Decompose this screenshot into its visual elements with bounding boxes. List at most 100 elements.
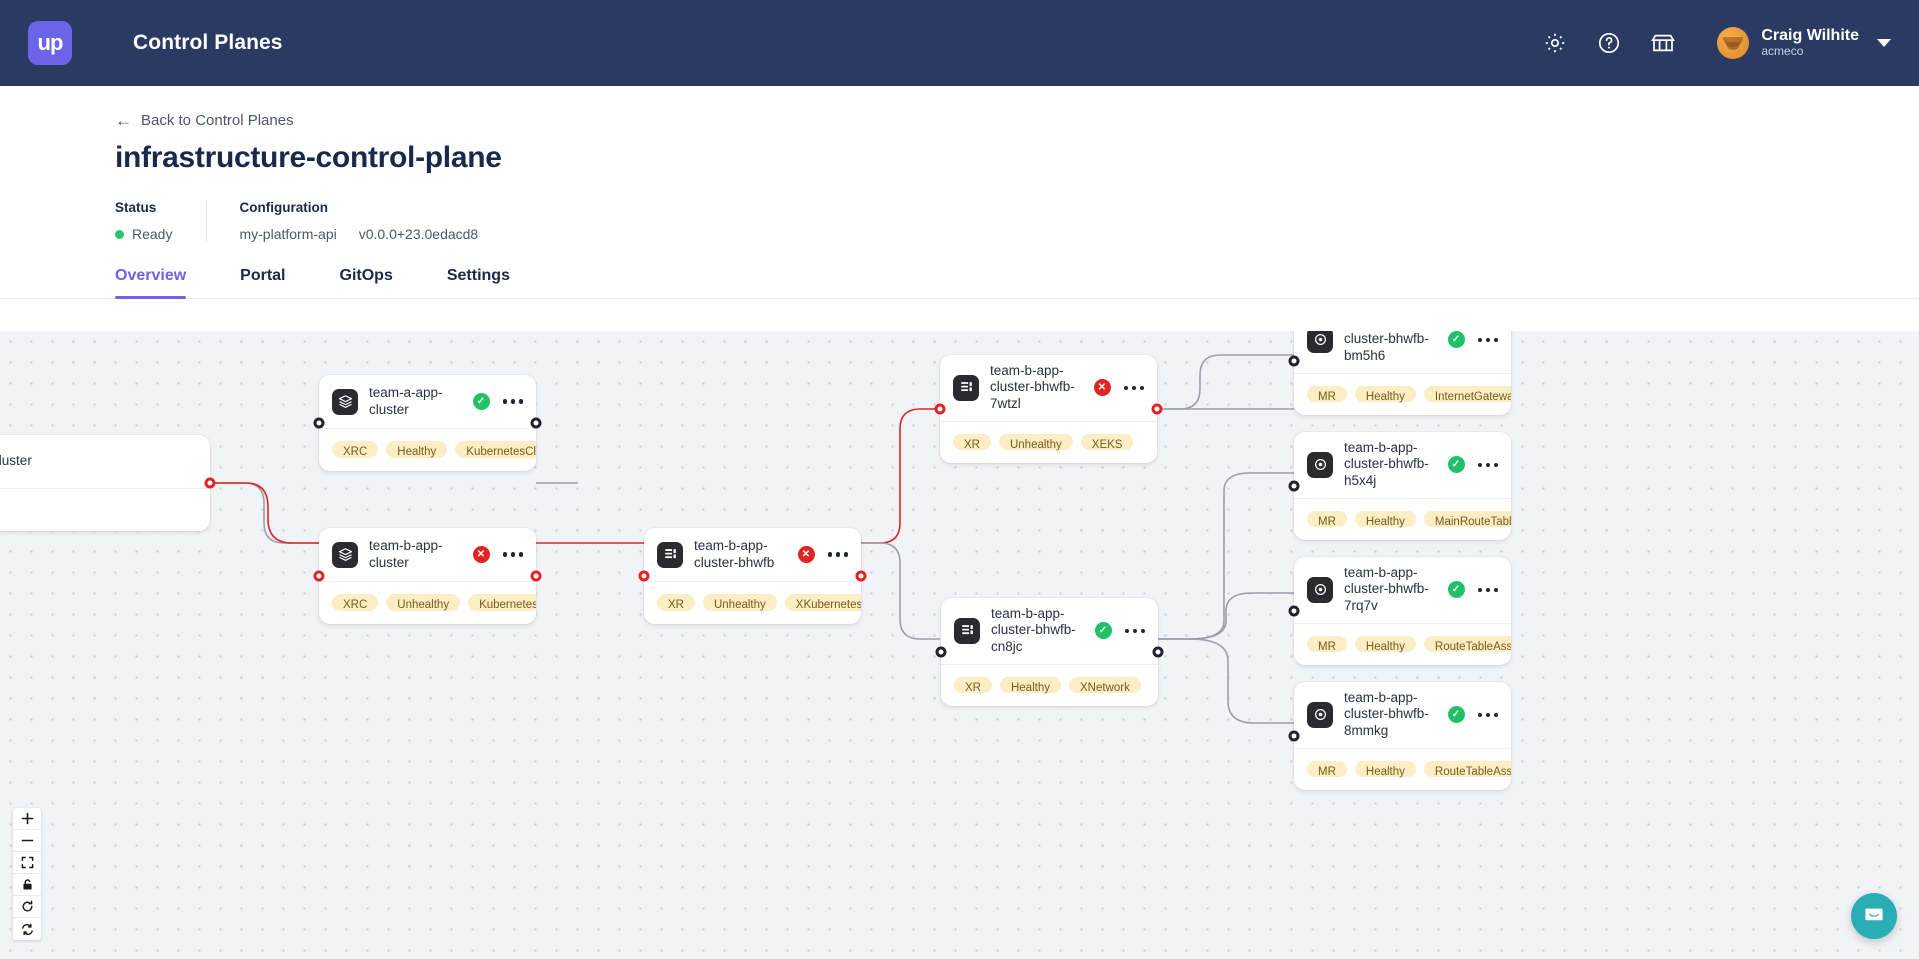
brand-logo[interactable]: up bbox=[28, 21, 72, 65]
tab-overview[interactable]: Overview bbox=[115, 267, 187, 299]
fit-view-button[interactable] bbox=[13, 852, 41, 874]
node-menu-button[interactable] bbox=[1477, 337, 1498, 343]
back-link-label: Back to Control Planes bbox=[141, 112, 294, 129]
node-menu-button[interactable] bbox=[1477, 462, 1498, 468]
node-port-right[interactable] bbox=[1152, 646, 1164, 658]
node-title: team-b-app-cluster bbox=[369, 537, 443, 570]
zoom-in-button[interactable] bbox=[13, 808, 41, 830]
node-title: team-b-app-cluster-bhwfb bbox=[694, 537, 775, 570]
sync-button[interactable] bbox=[13, 918, 41, 940]
status-label: Status bbox=[115, 200, 157, 215]
page-title: infrastructure-control-plane bbox=[115, 141, 502, 174]
graph-node[interactable]: team-b-app-cluster-bhwfb-7wtzl✕ XR Unhealt… bbox=[934, 355, 1163, 463]
lock-button[interactable] bbox=[13, 874, 41, 896]
node-chip-row: XRUnhealthyXKubernetesCluster bbox=[644, 582, 861, 624]
composite-icon bbox=[953, 374, 979, 401]
node-port-left[interactable] bbox=[1288, 605, 1300, 617]
node-chip: MainRouteTableAssociation bbox=[1423, 510, 1511, 528]
node-port-left[interactable] bbox=[313, 570, 325, 582]
node-title: team-b-app-cluster-bhwfb-7wtzl bbox=[990, 362, 1075, 412]
node-chip-row: MRHealthyRouteTableAssociation bbox=[1294, 749, 1511, 790]
node-menu-button[interactable] bbox=[502, 399, 523, 404]
tab-bar: Overview Portal GitOps Settings bbox=[0, 266, 1919, 299]
page-header: ← Back to Control Planes infrastructure-… bbox=[0, 86, 1919, 242]
node-menu-button[interactable] bbox=[1124, 628, 1145, 634]
node-header: team-b-app-cluster-bhwfb-cn8jc✓ bbox=[941, 598, 1158, 665]
node-header: team-b-app-cluster-bhwfb✕ bbox=[644, 528, 861, 583]
node-menu-button[interactable] bbox=[827, 552, 848, 557]
node-chip: KubernetesCluster bbox=[468, 594, 536, 611]
node-chip: XRC bbox=[332, 441, 379, 458]
node-port-left[interactable] bbox=[934, 403, 946, 415]
node-port-left[interactable] bbox=[1288, 480, 1300, 492]
node-port-right[interactable] bbox=[530, 570, 542, 582]
graph-canvas[interactable]: KubernetesClusterAPIteam-a-app-cluster✓X… bbox=[0, 331, 1919, 959]
node-header: team-b-app-cluster-bhwfb-7rq7v✓ bbox=[1294, 557, 1511, 624]
node-header: team-a-app-cluster✓ bbox=[319, 375, 536, 430]
gear-icon[interactable] bbox=[1541, 29, 1569, 57]
reset-button[interactable] bbox=[13, 896, 41, 918]
composite-icon bbox=[954, 617, 980, 644]
node-port-left[interactable] bbox=[935, 646, 947, 658]
node-chip: Healthy bbox=[1354, 385, 1416, 403]
back-to-control-planes-link[interactable]: ← Back to Control Planes bbox=[115, 112, 294, 129]
node-chip: XRC bbox=[332, 594, 379, 611]
node-port-right[interactable] bbox=[530, 417, 542, 429]
configuration-value: my-platform-api v0.0.0+23.0edacd8 bbox=[239, 226, 478, 242]
graph-node[interactable]: KubernetesClusterAPI bbox=[0, 435, 216, 531]
node-chip-row: XRCHealthyKubernetesCluster bbox=[319, 429, 536, 471]
node-menu-button[interactable] bbox=[1477, 587, 1498, 593]
node-chip: XR bbox=[953, 433, 991, 451]
chat-launcher[interactable] bbox=[1851, 893, 1897, 939]
status-badge-healthy-icon: ✓ bbox=[1447, 706, 1465, 724]
node-title: team-a-app-cluster bbox=[369, 384, 443, 417]
node-port-left[interactable] bbox=[313, 417, 325, 429]
node-chip: Healthy bbox=[1354, 510, 1416, 528]
node-menu-button[interactable] bbox=[1477, 712, 1498, 718]
help-circle-icon[interactable] bbox=[1595, 29, 1623, 57]
top-navbar: up Control Planes Craig Wilhite acmeco bbox=[0, 0, 1919, 86]
tab-settings[interactable]: Settings bbox=[446, 267, 510, 284]
brand-logo-text: up bbox=[37, 30, 64, 55]
node-title: team-b-app-cluster-bhwfb-bm5h6 bbox=[1344, 331, 1429, 364]
managed-resource-icon bbox=[1307, 701, 1333, 728]
node-port-right[interactable] bbox=[855, 570, 867, 582]
node-port-left[interactable] bbox=[1288, 730, 1300, 742]
node-header: team-b-app-cluster-bhwfb-7wtzl✕ bbox=[940, 355, 1157, 422]
node-menu-button[interactable] bbox=[502, 552, 523, 557]
chevron-down-icon[interactable] bbox=[1877, 39, 1891, 47]
marketplace-icon[interactable] bbox=[1649, 29, 1677, 57]
user-menu[interactable]: Craig Wilhite acmeco bbox=[1717, 27, 1891, 59]
node-header: team-b-app-cluster-bhwfb-8mmkg✓ bbox=[1294, 682, 1511, 749]
status-value: Ready bbox=[115, 226, 172, 242]
node-chip: RouteTableAssociation bbox=[1423, 760, 1511, 778]
node-chip-row: MR Healthy MainRouteTableAssociation bbox=[1294, 499, 1511, 540]
node-port-right[interactable] bbox=[204, 477, 216, 489]
node-chip: Unhealthy bbox=[998, 433, 1073, 451]
node-chip: MR bbox=[1307, 510, 1347, 528]
status-badge-healthy-icon: ✓ bbox=[1447, 581, 1465, 599]
node-port-left[interactable] bbox=[1288, 355, 1300, 367]
node-menu-button[interactable] bbox=[1123, 385, 1144, 391]
app-title: Control Planes bbox=[133, 31, 283, 54]
status-badge-healthy-icon: ✓ bbox=[1094, 622, 1112, 640]
graph-node[interactable]: team-b-app-cluster-bhwfb-bm5h6✓MRHealthy… bbox=[1288, 331, 1511, 415]
managed-resource-icon bbox=[1307, 451, 1333, 478]
tab-portal[interactable]: Portal bbox=[240, 267, 286, 284]
node-chip: XR bbox=[657, 594, 695, 611]
status-dot-icon bbox=[115, 229, 124, 239]
zoom-out-button[interactable] bbox=[13, 830, 41, 852]
tab-gitops[interactable]: GitOps bbox=[339, 267, 393, 284]
canvas-controls bbox=[13, 808, 41, 940]
node-chip: MR bbox=[1307, 760, 1347, 778]
node-port-right[interactable] bbox=[1151, 403, 1163, 415]
node-port-left[interactable] bbox=[638, 570, 650, 582]
